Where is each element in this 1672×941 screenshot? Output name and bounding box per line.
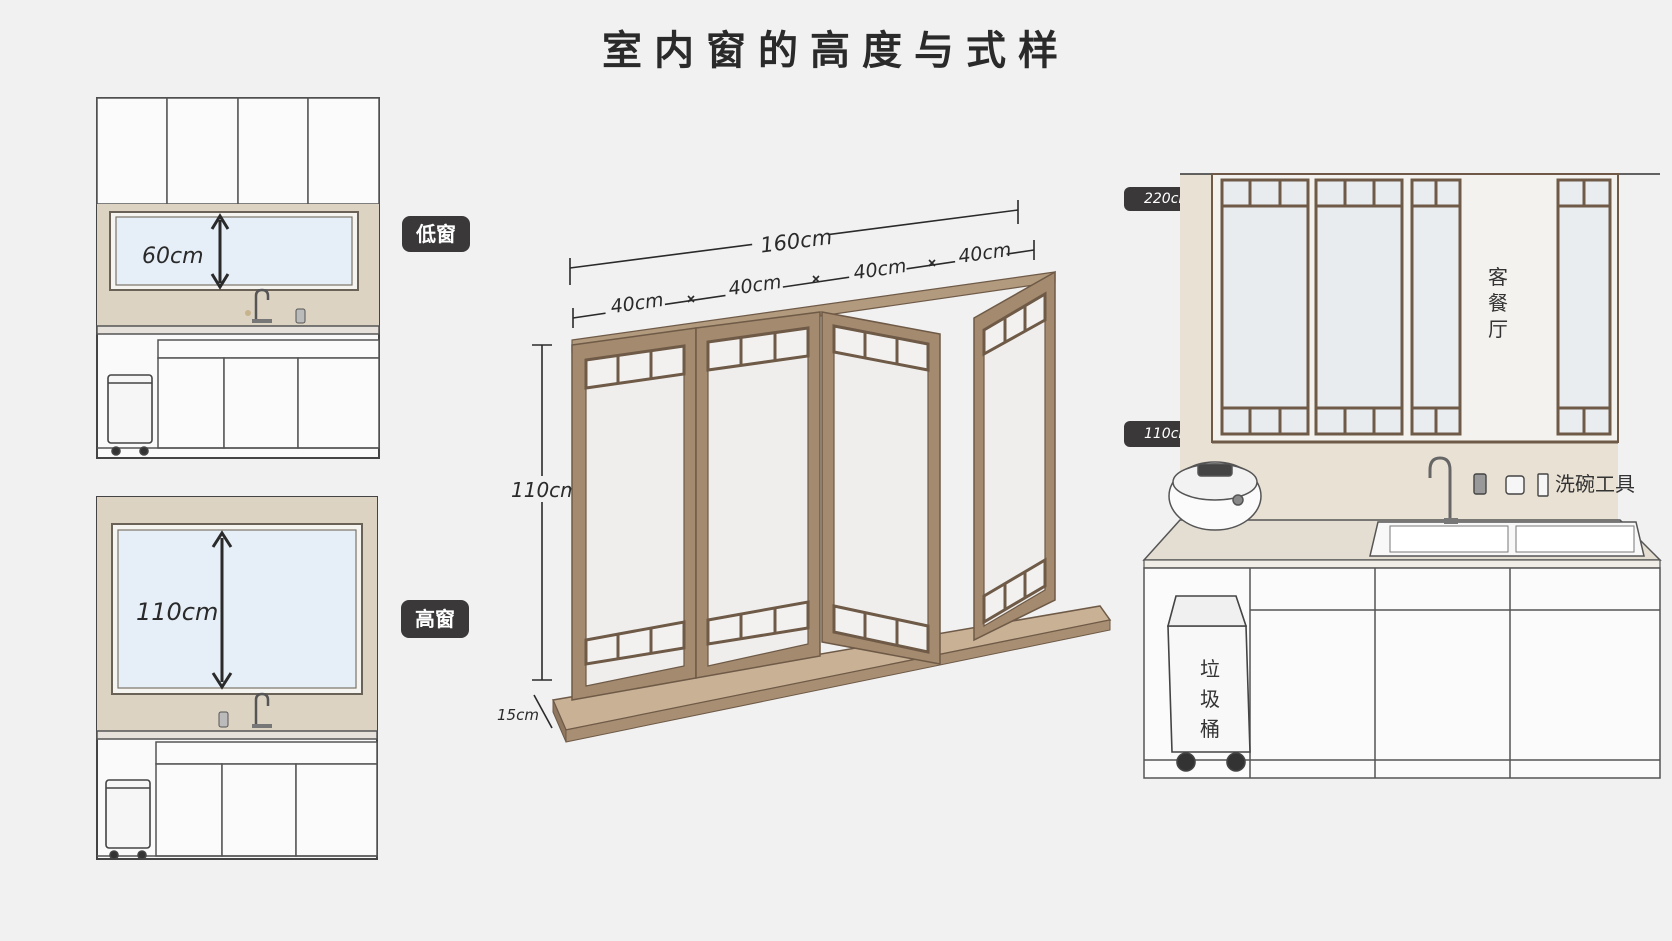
low-window-glass: [115, 216, 353, 286]
faucet-icon: [254, 288, 270, 322]
folding-panel-4: [973, 270, 1056, 642]
trash-bin-icon: [105, 779, 151, 860]
trash-label-char-2: 圾: [1200, 687, 1220, 711]
soap-bottle-icon: [218, 711, 229, 728]
low-window-elevation: 60cm: [96, 97, 380, 459]
folding-panel-1: [571, 327, 697, 701]
high-window-height-label: 110cm: [136, 598, 218, 626]
high-window-badge: 高窗: [401, 600, 469, 638]
kitchen-trash-bin-icon: [1166, 595, 1251, 772]
room-label-char-2: 餐: [1488, 291, 1508, 315]
folding-panel-3: [821, 311, 941, 665]
room-label-char-1: 客: [1488, 265, 1508, 289]
dish-tools-label: 洗碗工具: [1555, 472, 1635, 496]
kitchen-window-panels: [1220, 178, 1612, 436]
faucet-icon: [254, 692, 270, 727]
high-window-glass: [117, 529, 357, 689]
low-window-height-label: 60cm: [142, 244, 204, 269]
kitchen-perspective: 客 餐 厅 洗碗工具: [1142, 173, 1662, 779]
soap-bottle-icon: [295, 308, 306, 324]
window-height-label: 110cm: [511, 478, 580, 502]
base-cabinets: [97, 741, 378, 857]
countertop: [96, 730, 378, 740]
sill-height-label: 15cm: [497, 706, 539, 724]
rice-cooker-icon: [1168, 461, 1262, 531]
kitchen-faucet-icon: [1428, 456, 1452, 524]
dish-tools-icons: [1473, 473, 1549, 497]
page-title: 室内窗的高度与式样: [602, 28, 1070, 74]
high-window-elevation: 110cm: [96, 496, 378, 860]
trash-label-char-3: 桶: [1200, 717, 1220, 741]
low-window-badge: 低窗: [402, 216, 470, 252]
room-label-char-3: 厅: [1488, 317, 1508, 341]
countertop: [96, 325, 380, 335]
folding-window-perspective: 160cm 40cm 40cm 40cm 40cm 110cm 15cm: [497, 200, 1112, 743]
trash-label-char-1: 垃: [1200, 657, 1220, 681]
base-cabinets: [97, 339, 380, 449]
upper-cabinets: [96, 97, 380, 205]
trash-bin-icon: [107, 374, 153, 456]
folding-panel-2: [695, 311, 821, 679]
